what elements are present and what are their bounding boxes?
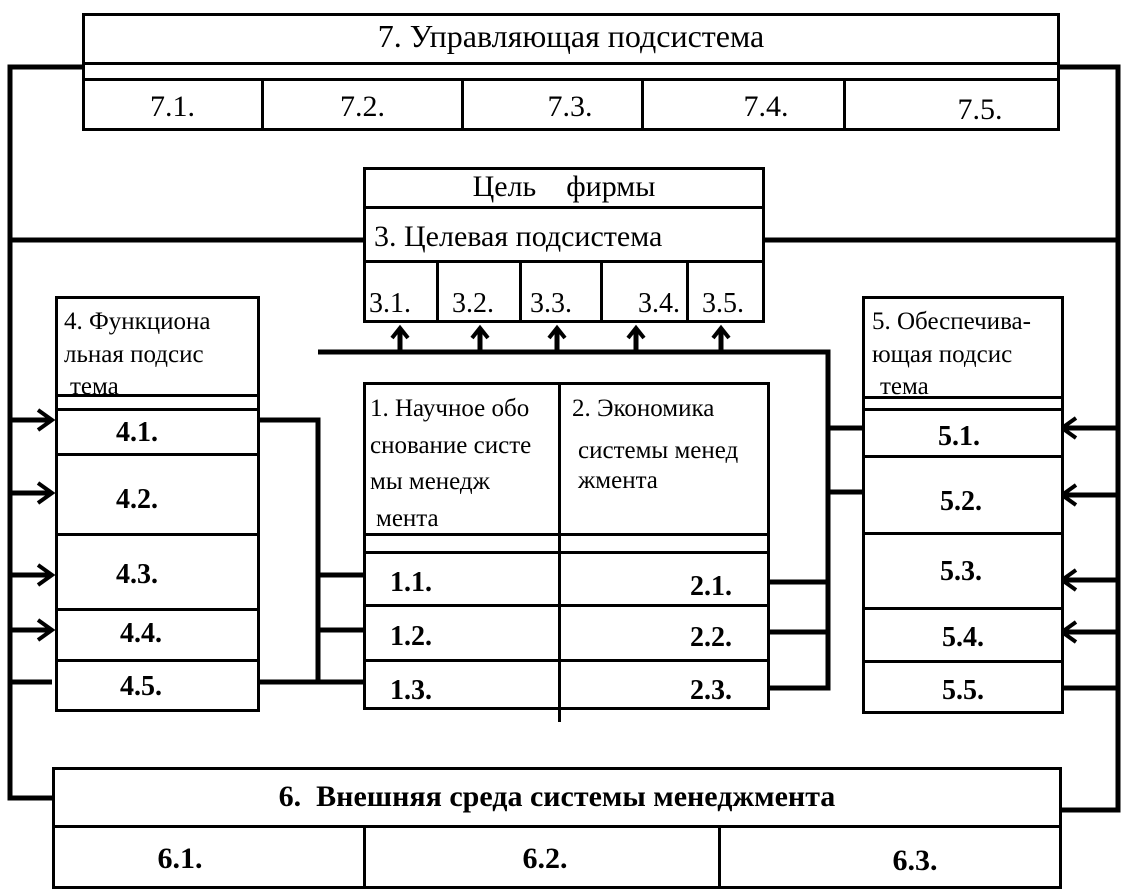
subsystem-4-title: 4. Функциона: [64, 308, 211, 335]
subsystem-7-item: 7.2.: [340, 90, 385, 123]
subsystem-4-item: 4.1.: [116, 417, 158, 448]
subsystem-6-item: 6.1.: [157, 842, 203, 875]
subsystem-3-item: 3.3.: [530, 288, 572, 319]
subsystem-5-item: 5.3.: [940, 556, 982, 587]
subsystem-3-item: 3.4.: [638, 288, 680, 319]
subsystem-5-item: 5.1.: [938, 421, 980, 452]
subsystem-5-title: 5. Обеспечива-: [872, 308, 1031, 335]
subsystem-7-item: 7.5.: [957, 93, 1003, 126]
subsystem-5-title: ющая подсис: [872, 341, 1013, 368]
subsystem-6-box: [52, 767, 1062, 889]
subsystem-7-item: 7.1.: [150, 90, 195, 123]
subsystem-1-title: 1. Научное обо: [370, 395, 530, 422]
subsystem-1-item: 1.2.: [390, 621, 432, 652]
subsystem-3-title: 3. Целевая подсистема: [374, 220, 663, 253]
subsystem-7-title: 7. Управляющая подсистема: [377, 18, 765, 54]
subsystem-4-title: льная подсис: [64, 341, 204, 368]
subsystem-1-title: мы менедж: [370, 468, 490, 495]
subsystem-6-item: 6.3.: [892, 844, 938, 877]
subsystem-4-item: 4.4.: [120, 618, 162, 649]
subsystem-5-box: [862, 296, 1064, 714]
subsystem-4-item: 4.5.: [120, 671, 162, 702]
subsystem-3-item: 3.1.: [369, 288, 411, 319]
subsystem-4-item: 4.3.: [116, 559, 158, 590]
subsystem-1-title: мента: [376, 505, 439, 532]
subsystem-6-item: 6.2.: [522, 842, 568, 875]
subsystem-4-item: 4.2.: [116, 484, 158, 515]
subsystem-2-item: 2.2.: [690, 622, 732, 653]
subsystem-2-title: жмента: [578, 467, 658, 494]
subsystem-1-item: 1.3.: [390, 675, 432, 706]
subsystem-5-title: тема: [880, 373, 929, 400]
subsystem-5-item: 5.2.: [940, 486, 982, 517]
subsystem-4-title: тема: [70, 373, 119, 400]
subsystem-2-title: 2. Экономика: [572, 395, 715, 422]
subsystem-5-item: 5.4.: [942, 622, 984, 653]
subsystems-1-2-box: [363, 382, 770, 710]
subsystem-2-item: 2.1.: [690, 571, 732, 602]
subsystem-3-item: 3.2.: [452, 288, 494, 319]
subsystem-6-title: 6. Внешняя среда системы менеджмента: [278, 780, 836, 813]
subsystem-2-item: 2.3.: [690, 675, 732, 706]
subsystem-7-item: 7.3.: [547, 90, 593, 123]
subsystem-1-item: 1.1.: [390, 567, 432, 598]
subsystem-1-title: снование систе: [370, 432, 532, 459]
subsystem-3-item: 3.5.: [702, 288, 744, 319]
subsystem-4-box: [55, 296, 260, 712]
subsystem-2-title: системы менед: [578, 437, 739, 464]
subsystem-5-item: 5.5.: [942, 675, 984, 706]
company-goal-label: Цель фирмы: [472, 170, 656, 203]
goal-subsystem-box: [363, 167, 765, 323]
subsystem-7-item: 7.4.: [743, 90, 789, 123]
subsystem-7-box: [82, 13, 1060, 131]
